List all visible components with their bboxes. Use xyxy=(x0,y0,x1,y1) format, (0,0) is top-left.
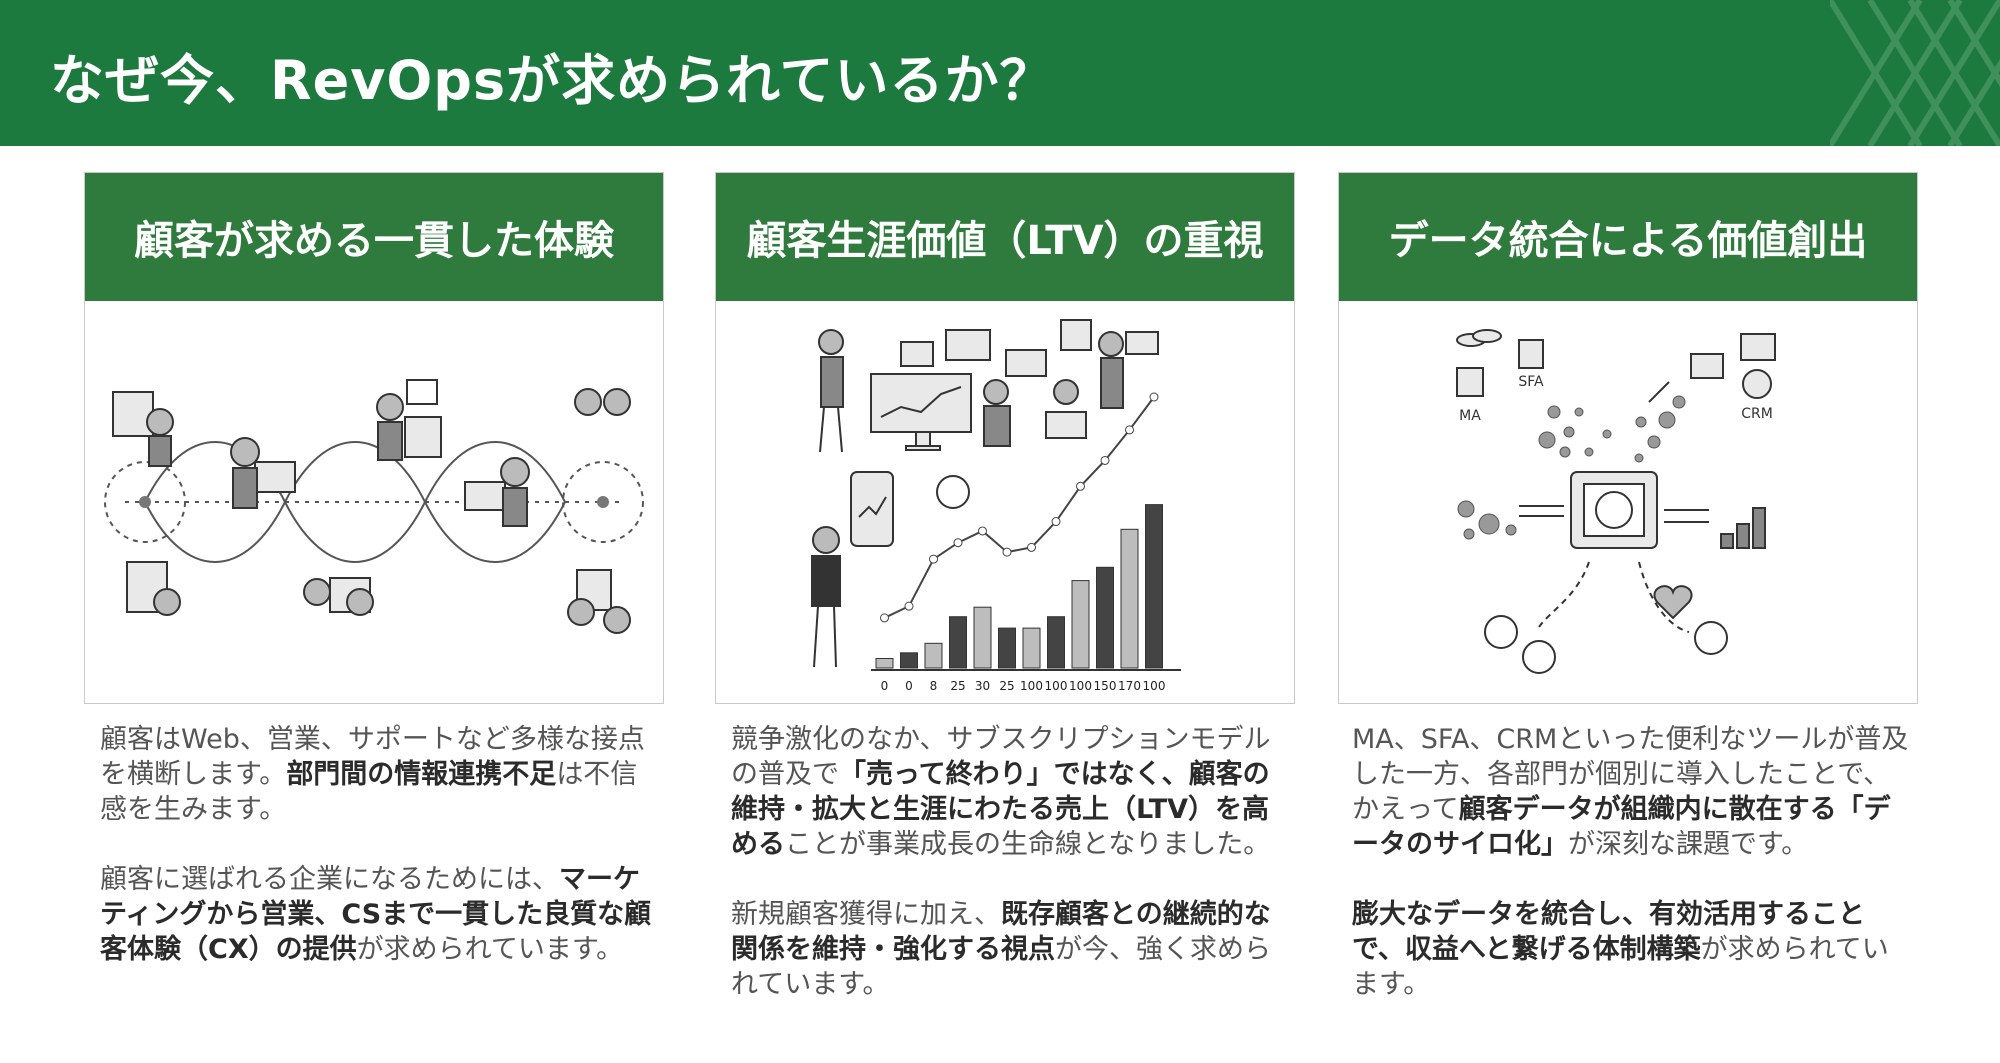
card-header: 顧客生涯価値（LTV）の重視 xyxy=(716,173,1294,301)
card-header: 顧客が求める一貫した体験 xyxy=(85,173,663,301)
text-run: 顧客はWeb、営業、サポートなど多様な接点を横断します。 xyxy=(100,724,645,790)
card-heading: 顧客生涯価値（LTV）の重視 xyxy=(746,218,1264,264)
paragraph: 顧客はWeb、営業、サポートなど多様な接点を横断します。部門間の情報連携不足は不… xyxy=(100,722,660,827)
customer-journey-infinity-illustration-icon xyxy=(104,379,644,634)
chart-bar xyxy=(1096,566,1114,669)
card-1-text: 顧客はWeb、営業、サポートなど多様な接点を横断します。部門間の情報連携不足は不… xyxy=(100,722,660,1002)
ma-label: MA xyxy=(1459,408,1481,424)
chart-tick-label: 150 xyxy=(1094,679,1117,693)
bold-text: マーケティングから営業、CSまで一貫した良質な顧客体験（CX）の提供 xyxy=(100,864,652,965)
chart-point xyxy=(904,601,914,611)
bold-text: 既存顧客との継続的な関係を維持・強化する視点 xyxy=(731,899,1271,965)
page-title: なぜ今、RevOpsが求められているか？ xyxy=(50,49,1055,112)
chart-bar xyxy=(1022,627,1041,669)
card-2-text: 競争激化のなか、サブスクリプションモデルの普及で「売って終わり」ではなく、顧客の… xyxy=(731,722,1291,1037)
text-run: が求められています。 xyxy=(356,934,624,965)
chart-point xyxy=(1100,455,1110,465)
bold-text: 「売って終わり」ではなく、顧客の維持・拡大と生涯にわたる売上（LTV）を高める xyxy=(731,759,1270,860)
chart-bar xyxy=(973,606,992,669)
chart-bar xyxy=(900,652,918,669)
sfa-label: SFA xyxy=(1518,374,1544,390)
lattice-pattern-icon xyxy=(1830,0,2000,146)
chart-tick-label: 8 xyxy=(930,679,938,693)
chart-tick-label: 0 xyxy=(881,679,889,693)
chart-bar xyxy=(998,627,1016,669)
bold-text: 顧客データが組織内に散在する「データのサイロ化」 xyxy=(1352,794,1891,860)
chart-tick-label: 100 xyxy=(1045,679,1068,693)
chart-tick-label: 100 xyxy=(1020,679,1043,693)
bold-text: 膨大なデータを統合し、有効活用することで、収益へと繋げる体制構築 xyxy=(1352,899,1865,965)
chart-bar xyxy=(875,658,894,669)
card-heading: データ統合による価値創出 xyxy=(1388,218,1868,264)
data-integration-illustration-icon: MA SFA CRM xyxy=(1456,329,1776,674)
chart-point xyxy=(880,613,889,623)
card-heading: 顧客が求める一貫した体験 xyxy=(134,218,614,264)
chart-tick-label: 30 xyxy=(975,679,990,693)
card-3-text: MA、SFA、CRMといった便利なツールが普及した一方、各部門が個別に導入したこ… xyxy=(1352,722,1912,1037)
chart-tick-label: 100 xyxy=(1143,679,1166,693)
chart-point xyxy=(1027,542,1036,552)
chart-bar xyxy=(1071,580,1090,669)
text-run: が深刻な課題です。 xyxy=(1568,829,1809,860)
paragraph: 顧客に選ばれる企業になるためには、マーケティングから営業、CSまで一貫した良質な… xyxy=(100,862,660,967)
text-run: が今、強く求められています。 xyxy=(731,934,1271,1000)
card-customer-experience: 顧客が求める一貫した体験 xyxy=(84,172,664,704)
chart-tick-label: 25 xyxy=(950,679,965,693)
chart-bar xyxy=(949,616,967,669)
text-run: 顧客に選ばれる企業になるためには、 xyxy=(100,864,559,895)
card-header: データ統合による価値創出 xyxy=(1339,173,1917,301)
chart-trend-line xyxy=(884,396,1155,619)
paragraph: 膨大なデータを統合し、有効活用することで、収益へと繋げる体制構築が求められていま… xyxy=(1352,897,1912,1002)
chart-tick-label: 100 xyxy=(1069,679,1092,693)
chart-bar xyxy=(1120,528,1139,669)
card-data-integration: データ統合による価値創出 xyxy=(1338,172,1918,704)
paragraph: MA、SFA、CRMといった便利なツールが普及した一方、各部門が個別に導入したこ… xyxy=(1352,722,1912,862)
bold-text: 部門間の情報連携不足 xyxy=(286,759,557,790)
chart-point xyxy=(1149,392,1159,402)
chart-point xyxy=(929,554,938,564)
chart-tick-label: 25 xyxy=(999,679,1014,693)
title-bar: なぜ今、RevOpsが求められているか？ xyxy=(0,0,2000,146)
chart-tick-label: 170 xyxy=(1118,679,1141,693)
chart-point xyxy=(1076,481,1085,491)
chart-point xyxy=(953,538,963,548)
text-run: は不信感を生みます。 xyxy=(100,759,638,825)
chart-bar xyxy=(1047,616,1065,669)
text-run: 競争激化のなか、サブスクリプションモデルの普及で xyxy=(731,724,1271,790)
paragraph: 競争激化のなか、サブスクリプションモデルの普及で「売って終わり」ではなく、顧客の… xyxy=(731,722,1291,862)
text-run: が求められています。 xyxy=(1352,934,1889,1000)
chart-point xyxy=(1125,425,1134,435)
chart-bar xyxy=(924,642,943,669)
crm-label: CRM xyxy=(1741,406,1773,422)
paragraph: 新規顧客獲得に加え、既存顧客との継続的な関係を維持・強化する視点が今、強く求めら… xyxy=(731,897,1291,1002)
text-run: 新規顧客獲得に加え、 xyxy=(731,899,1001,930)
chart-point xyxy=(1051,517,1061,527)
chart-point xyxy=(978,526,987,536)
chart-tick-label: 0 xyxy=(905,679,913,693)
chart-point xyxy=(1002,547,1012,557)
chart-bar xyxy=(1145,504,1163,669)
text-run: ことが事業成長の生命線となりました。 xyxy=(785,829,1271,860)
text-run: MA、SFA、CRMといった便利なツールが普及した一方、各部門が個別に導入したこ… xyxy=(1352,724,1909,825)
